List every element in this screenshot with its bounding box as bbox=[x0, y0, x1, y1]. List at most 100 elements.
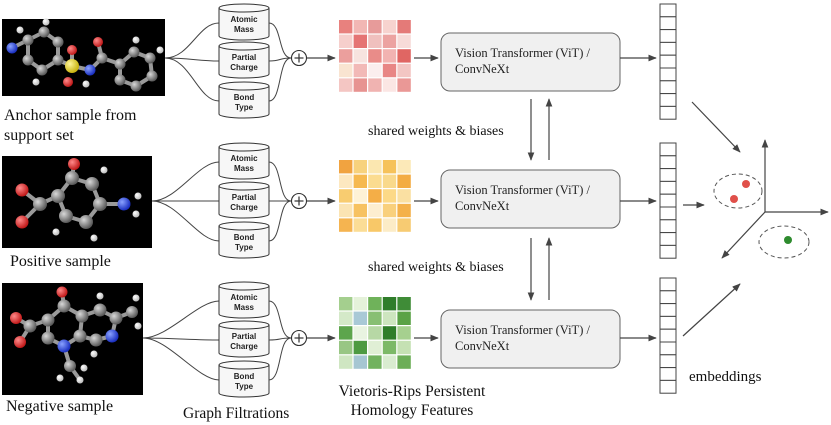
merge-wire bbox=[268, 337, 292, 381]
embedding-cell bbox=[659, 367, 677, 381]
heatmap-cell bbox=[382, 189, 397, 203]
heatmap-cell bbox=[397, 174, 411, 188]
heatmap-cell bbox=[382, 20, 397, 34]
embedding-cell bbox=[659, 105, 677, 120]
branch-wire bbox=[164, 22, 220, 59]
heatmap-cell bbox=[339, 78, 353, 92]
positive-molecule-image bbox=[2, 156, 152, 248]
embedding-cell bbox=[659, 206, 677, 221]
embedding-cell bbox=[659, 180, 677, 195]
heatmap-cell bbox=[353, 326, 367, 340]
heatmap-cell bbox=[368, 34, 382, 48]
embedding-cell bbox=[659, 3, 677, 18]
filtration-label-line2: Charge bbox=[230, 342, 258, 351]
embedding-cell bbox=[659, 303, 677, 317]
heatmap-cell bbox=[397, 160, 411, 174]
heatmap-cell bbox=[397, 49, 411, 63]
embedding-cell bbox=[659, 193, 677, 208]
filtration-label-line2: Mass bbox=[234, 164, 255, 173]
branch-wire bbox=[151, 200, 220, 242]
filtration-label-line1: Partial bbox=[232, 193, 256, 202]
heatmap-cell bbox=[382, 218, 397, 232]
embedding-cell bbox=[659, 341, 677, 356]
model-label-line1: Vision Transformer (ViT) / bbox=[455, 323, 590, 337]
positive-persistence-heatmap bbox=[339, 160, 411, 232]
heatmap-cell bbox=[339, 218, 353, 232]
heatmap-cell bbox=[397, 203, 411, 218]
embedding-cell bbox=[659, 290, 677, 305]
heatmap-cell bbox=[353, 63, 367, 78]
heatmap-cell bbox=[382, 34, 397, 48]
model-label-line2: ConvNeXt bbox=[455, 339, 510, 353]
positive-vit-convnext-block: Vision Transformer (ViT) / ConvNeXt bbox=[440, 169, 621, 229]
heatmap-cell bbox=[397, 311, 411, 325]
branch-wire bbox=[142, 337, 220, 341]
filtration-label-line2: Mass bbox=[234, 303, 255, 312]
shared-weights-label-top: shared weights & biases bbox=[368, 124, 504, 139]
heatmap-cell bbox=[339, 49, 353, 63]
embedding-cell bbox=[659, 354, 677, 369]
anchor-sum-icon bbox=[290, 49, 308, 67]
heatmap-cell bbox=[353, 355, 367, 369]
merge-wire bbox=[268, 22, 292, 59]
anchor-vit-convnext-block: Vision Transformer (ViT) /ConvNeXt bbox=[440, 32, 621, 92]
heatmap-cell bbox=[382, 174, 397, 188]
heatmap-cell bbox=[368, 326, 382, 340]
heatmap-cell bbox=[397, 63, 411, 78]
heatmap-cell bbox=[353, 49, 367, 63]
merge-wire bbox=[268, 337, 292, 341]
heatmap-cell bbox=[339, 34, 353, 48]
embedding-cell bbox=[659, 155, 677, 170]
heatmap-cell bbox=[368, 174, 382, 188]
homology-caption-line2: Homology Features bbox=[351, 402, 474, 419]
heatmap-cell bbox=[368, 49, 382, 63]
embedding-cell bbox=[659, 168, 677, 182]
filtration-label-line2: Type bbox=[235, 103, 254, 112]
heatmap-cell bbox=[368, 297, 382, 311]
shared-weights-arrows-bottom bbox=[527, 237, 553, 301]
model-label-line1: Vision Transformer (ViT) / bbox=[455, 183, 590, 197]
heatmap-cell bbox=[368, 355, 382, 369]
merge-wire bbox=[268, 200, 292, 242]
heatmap-cell bbox=[368, 340, 382, 355]
embedding-cell bbox=[659, 16, 677, 31]
negative-embedding-point bbox=[784, 236, 792, 244]
heatmap-cell bbox=[353, 20, 367, 34]
positive-embedding-point bbox=[730, 195, 738, 203]
heatmap-cell bbox=[382, 297, 397, 311]
model-label-line2: ConvNeXt bbox=[455, 199, 510, 213]
heatmap-cell bbox=[368, 160, 382, 174]
heatmap-cell bbox=[339, 355, 353, 369]
anchor-persistence-heatmap bbox=[339, 20, 411, 92]
embedding-cell bbox=[659, 232, 677, 246]
heatmap-cell bbox=[353, 189, 367, 203]
heatmap-cell bbox=[339, 297, 353, 311]
heatmap-cell bbox=[339, 311, 353, 325]
heatmap-cell bbox=[339, 174, 353, 188]
heatmap-cell bbox=[368, 203, 382, 218]
shared-weights-arrows-top bbox=[527, 98, 553, 161]
anchor-molecule-image bbox=[2, 18, 165, 96]
merge-wire bbox=[268, 161, 292, 202]
heatmap-cell bbox=[353, 78, 367, 92]
embedding-cell bbox=[659, 328, 677, 343]
heatmap-cell bbox=[353, 297, 367, 311]
heatmap-cell bbox=[397, 20, 411, 34]
branch-wire bbox=[142, 300, 220, 339]
heatmap-cell bbox=[382, 63, 397, 78]
embedding-cell bbox=[659, 379, 677, 394]
negative-embedding-vector bbox=[659, 277, 677, 394]
filtration-label-line1: Atomic bbox=[230, 293, 258, 302]
heatmap-cell bbox=[353, 340, 367, 355]
positive-embedding-vector bbox=[659, 142, 677, 259]
heatmap-cell bbox=[353, 160, 367, 174]
shared-weights-label-bottom: shared weights & biases bbox=[368, 260, 504, 275]
